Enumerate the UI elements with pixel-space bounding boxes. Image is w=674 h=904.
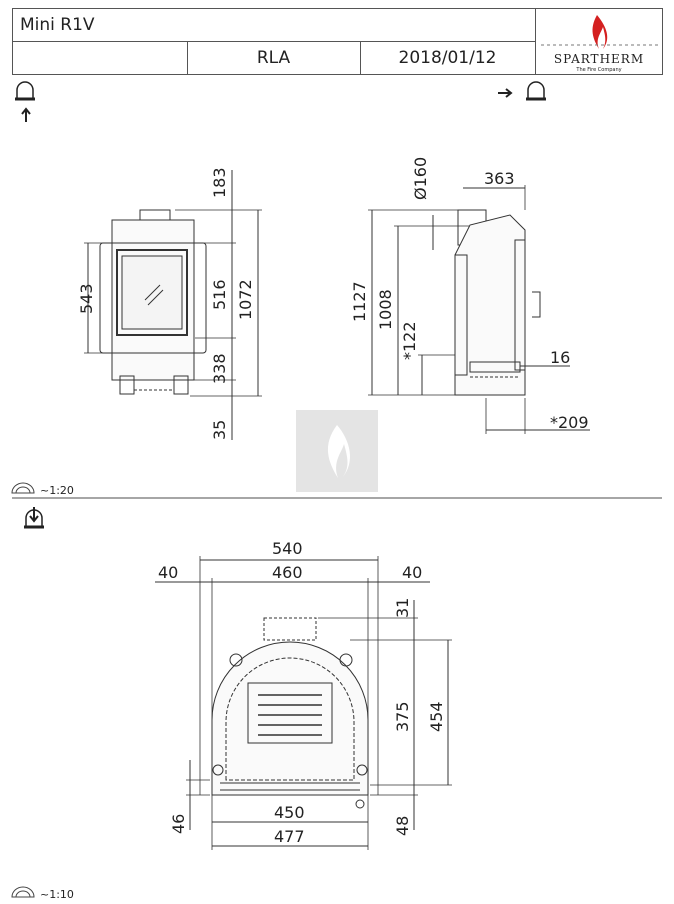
dimension-label: 183 xyxy=(210,167,229,198)
front-view-icon xyxy=(15,81,35,122)
dimension-label: 338 xyxy=(210,353,229,384)
dimension-label: 460 xyxy=(272,563,303,582)
scale-icon xyxy=(11,886,35,898)
divider xyxy=(535,8,536,75)
flame-icon: SPARTHERM The Fire Company xyxy=(541,15,658,73)
variant-code: RLA xyxy=(256,48,291,68)
drawing-date: 2018/01/12 xyxy=(398,48,497,68)
dimension-label: 31 xyxy=(393,598,412,618)
view-icons xyxy=(15,81,546,529)
scale-bottom: ~1:10 xyxy=(40,888,74,901)
dimension-label: 363 xyxy=(484,169,515,188)
brand-name: SPARTHERM xyxy=(554,52,644,66)
side-dimensions: Ø160 363 1127 1008 *122 16 *209 xyxy=(350,157,589,432)
dimension-label: 1008 xyxy=(376,289,395,330)
dimension-label: 477 xyxy=(274,827,305,846)
dimension-label: 35 xyxy=(210,420,229,440)
plan-dimensions: 540 40 460 40 31 375 454 450 477 46 48 xyxy=(158,539,446,846)
front-dimensions: 183 516 338 35 1072 543 xyxy=(77,167,255,440)
dimension-label: 450 xyxy=(274,803,305,822)
plan-view xyxy=(155,556,452,850)
model-title: Mini R1V xyxy=(20,15,95,35)
dimension-label: 454 xyxy=(427,701,446,732)
dimension-label: 40 xyxy=(402,563,422,582)
dimension-label: *209 xyxy=(550,413,589,432)
scale-icon xyxy=(11,482,35,494)
dimension-label: Ø160 xyxy=(411,157,430,200)
dimension-label: 16 xyxy=(550,348,570,367)
dimension-label: 516 xyxy=(210,279,229,310)
dimension-label: 540 xyxy=(272,539,303,558)
brand-tagline: The Fire Company xyxy=(575,67,621,73)
side-view xyxy=(368,185,590,434)
dimension-label: 46 xyxy=(169,814,188,834)
dimension-label: 40 xyxy=(158,563,178,582)
side-view-icon xyxy=(498,81,546,101)
brand-logo: SPARTHERM The Fire Company xyxy=(537,9,662,74)
dimension-label: 48 xyxy=(393,816,412,836)
dimension-label: 375 xyxy=(393,701,412,732)
divider xyxy=(12,41,536,42)
front-view xyxy=(84,170,262,440)
dimension-label: 543 xyxy=(77,283,96,314)
top-view-icon xyxy=(24,507,44,529)
dimension-label: *122 xyxy=(400,321,419,360)
dimension-label: 1127 xyxy=(350,281,369,322)
divider xyxy=(187,41,188,75)
dimension-label: 1072 xyxy=(236,279,255,320)
scale-top: ~1:20 xyxy=(40,484,74,497)
divider xyxy=(360,41,361,75)
